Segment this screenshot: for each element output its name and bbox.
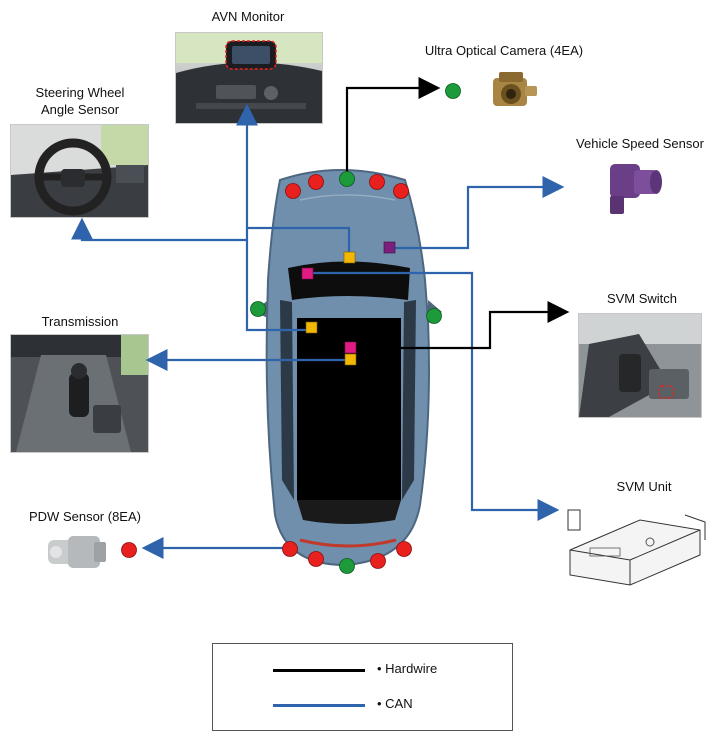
pdw-sensor-dot xyxy=(282,541,298,557)
can-line-avn-to-transmission xyxy=(245,228,312,332)
avn-monitor-label: AVN Monitor xyxy=(211,9,285,24)
pdw-sensor-dot xyxy=(285,183,301,199)
hardwire-lines xyxy=(345,77,570,350)
svm-unit-illustration xyxy=(567,509,706,586)
can-lines xyxy=(71,103,565,559)
vehicle-speed-sensor-photo xyxy=(604,160,664,218)
avn-module-marker xyxy=(343,251,356,264)
pdw-sensor-dot xyxy=(369,174,385,190)
steering-module-marker xyxy=(305,321,318,334)
transmission-photo xyxy=(10,334,149,453)
svm-unit-photo xyxy=(560,500,710,586)
pdw-sensor-dot xyxy=(393,183,409,199)
can-swatch xyxy=(273,704,365,707)
can-line-svm-unit xyxy=(308,271,560,521)
svm-switch-illustration xyxy=(579,314,701,417)
transmission-label: Transmission xyxy=(41,314,119,329)
svm-switch-module-marker xyxy=(344,341,357,354)
svm-unit-label: SVM Unit xyxy=(616,479,672,494)
steering-wheel-illustration xyxy=(11,125,148,217)
pdw-sensor-illustration xyxy=(48,536,106,568)
ultra-optical-camera-label: Ultra Optical Camera (4EA) xyxy=(424,43,584,58)
vehicle-speed-sensor-label: Vehicle Speed Sensor xyxy=(576,136,704,151)
speed-sensor-module-marker xyxy=(383,241,396,254)
can-line-avn xyxy=(236,103,351,258)
pdw-sensor-dot xyxy=(396,541,412,557)
svm-switch-photo xyxy=(578,313,702,418)
camera-photo xyxy=(485,68,541,112)
svm-unit-module-marker xyxy=(301,267,314,280)
camera-legend-dot xyxy=(445,83,461,99)
pdw-sensor-dots xyxy=(121,174,412,569)
steering-wheel-angle-sensor-label-line2: Angle Sensor xyxy=(40,102,120,117)
legend-item-hardwire: • Hardwire xyxy=(273,660,493,680)
pdw-sensor-legend-dot xyxy=(121,542,137,558)
legend-item-can: • CAN xyxy=(273,695,493,715)
pdw-sensor-dot xyxy=(370,553,386,569)
pdw-sensor-dot xyxy=(308,174,324,190)
transmission-module-marker xyxy=(344,353,357,366)
camera-dot-front xyxy=(339,171,355,187)
steering-wheel-angle-sensor-label-line1: Steering Wheel xyxy=(35,85,125,100)
camera-illustration xyxy=(493,72,537,106)
svm-switch-label: SVM Switch xyxy=(606,291,678,306)
camera-dot-left xyxy=(250,301,266,317)
pdw-sensor-dot xyxy=(308,551,324,567)
avn-monitor-illustration xyxy=(176,33,322,123)
pdw-sensor-label: PDW Sensor (8EA) xyxy=(29,509,141,524)
camera-dot-rear xyxy=(339,558,355,574)
camera-dot-right xyxy=(426,308,442,324)
pdw-sensor-photo xyxy=(44,528,110,576)
can-legend-label: • CAN xyxy=(377,696,413,711)
hardwire-swatch xyxy=(273,669,365,672)
legend: • Hardwire • CAN xyxy=(212,643,513,731)
camera-dots xyxy=(250,83,461,574)
steering-wheel-photo xyxy=(10,124,149,218)
avn-monitor-photo xyxy=(175,32,323,124)
transmission-illustration xyxy=(11,335,148,452)
hardwire-line-svm-switch xyxy=(398,301,570,350)
speed-sensor-illustration xyxy=(610,164,662,214)
module-markers xyxy=(301,241,396,366)
can-line-steering xyxy=(71,217,247,242)
can-line-speed xyxy=(390,176,565,250)
hardwire-line-camera xyxy=(345,77,441,172)
hardwire-legend-label: • Hardwire xyxy=(377,661,438,676)
